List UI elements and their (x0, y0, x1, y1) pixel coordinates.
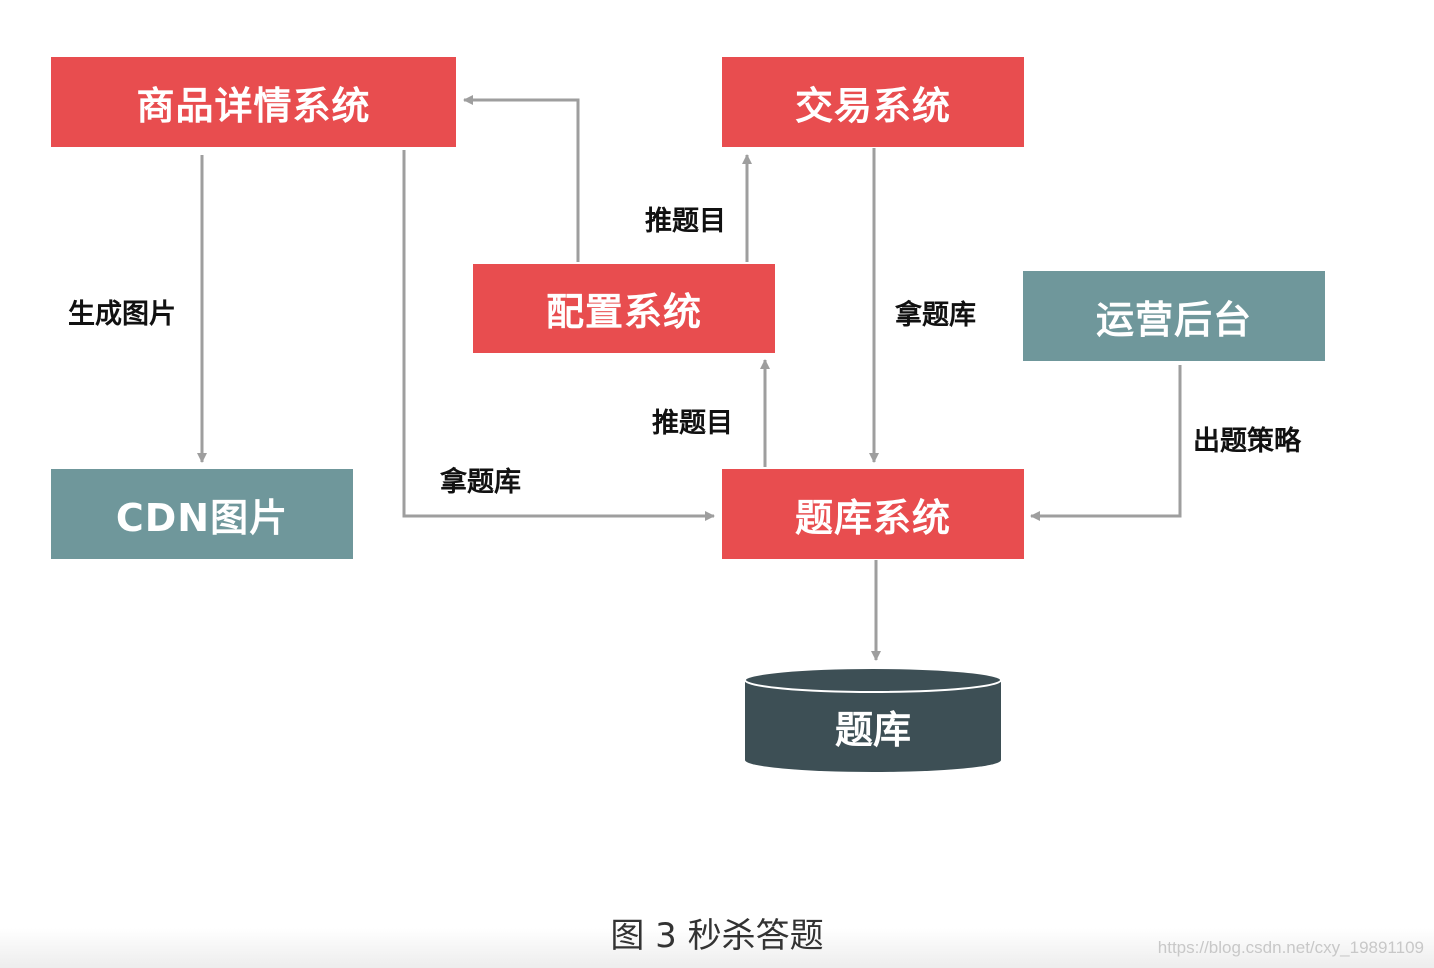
label-generate-image: 生成图片 (68, 299, 176, 330)
watermark: https://blog.csdn.net/cxy_19891109 (1157, 938, 1424, 957)
cdn-image-node: CDN图片 (51, 469, 353, 559)
product-detail-system-node: 商品详情系统 (51, 57, 456, 147)
label-question-strategy: 出题策略 (1193, 426, 1301, 457)
arrow-product-to-question-bank (402, 150, 715, 521)
label-push-question-bottom: 推题目 (652, 408, 733, 439)
label-fetch-bank-trade: 拿题库 (895, 300, 976, 331)
question-bank-db-label: 题库 (834, 707, 911, 752)
question-bank-system-node: 题库系统 (722, 469, 1024, 559)
ops-backend-node: 运营后台 (1023, 271, 1325, 361)
label-push-question-top: 推题目 (645, 206, 726, 237)
arrow-config-to-product (463, 95, 580, 262)
arrow-ops-to-question-bank (1030, 365, 1182, 521)
bottom-shade (0, 928, 1434, 968)
figure-caption: 图 3 秒杀答题 (610, 916, 824, 956)
label-fetch-bank-product: 拿题库 (440, 467, 521, 498)
database-cylinder (744, 667, 1002, 772)
trade-system-node: 交易系统 (722, 57, 1024, 147)
config-system-node: 配置系统 (473, 264, 775, 353)
